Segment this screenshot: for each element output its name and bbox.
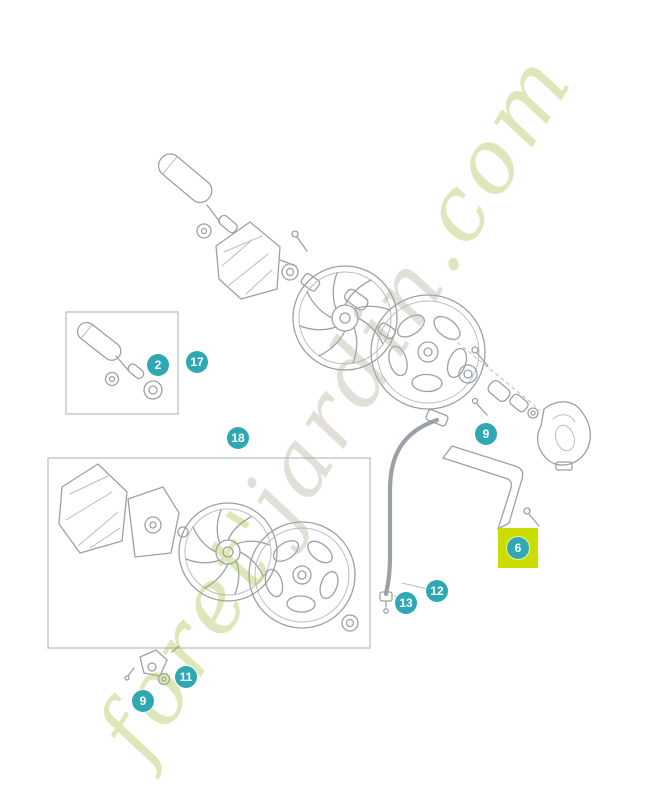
callout-17[interactable]: 17 <box>186 351 208 373</box>
reel-disc-front-drawing <box>292 265 398 371</box>
inset-box-handle-kit <box>65 311 179 415</box>
cart-bracket-drawing <box>536 401 591 471</box>
callout-9-top[interactable]: 9 <box>475 423 497 445</box>
callout-label: 9 <box>482 427 490 441</box>
callout-label: 17 <box>190 355 204 369</box>
callout-label: 18 <box>231 431 245 445</box>
spacer-bushing-drawing <box>377 322 396 340</box>
handle-grip-drawing <box>157 153 238 239</box>
callout-label: 9 <box>139 694 147 708</box>
callout-12[interactable]: 12 <box>426 580 448 602</box>
callout-label: 6 <box>514 541 522 555</box>
callout-label: 11 <box>179 670 193 684</box>
reel-disc-rear-drawing <box>370 294 486 410</box>
callout-2[interactable]: 2 <box>147 354 169 376</box>
callout-11[interactable]: 11 <box>175 666 197 688</box>
handle-frame-drawing <box>442 445 540 530</box>
callout-label: 13 <box>399 596 413 610</box>
callout-label: 12 <box>430 584 444 598</box>
callout-18[interactable]: 18 <box>227 427 249 449</box>
inset-box-reel-kit <box>47 457 371 649</box>
callout-9-bottom[interactable]: 9 <box>132 690 154 712</box>
callout-13[interactable]: 13 <box>395 592 417 614</box>
axle-hardware-drawing <box>451 337 541 419</box>
mounting-bracket-drawing <box>215 221 321 300</box>
callout-6[interactable]: 6 <box>507 537 529 559</box>
callout-label: 2 <box>154 358 162 372</box>
hub-assembly-drawing <box>124 645 180 686</box>
